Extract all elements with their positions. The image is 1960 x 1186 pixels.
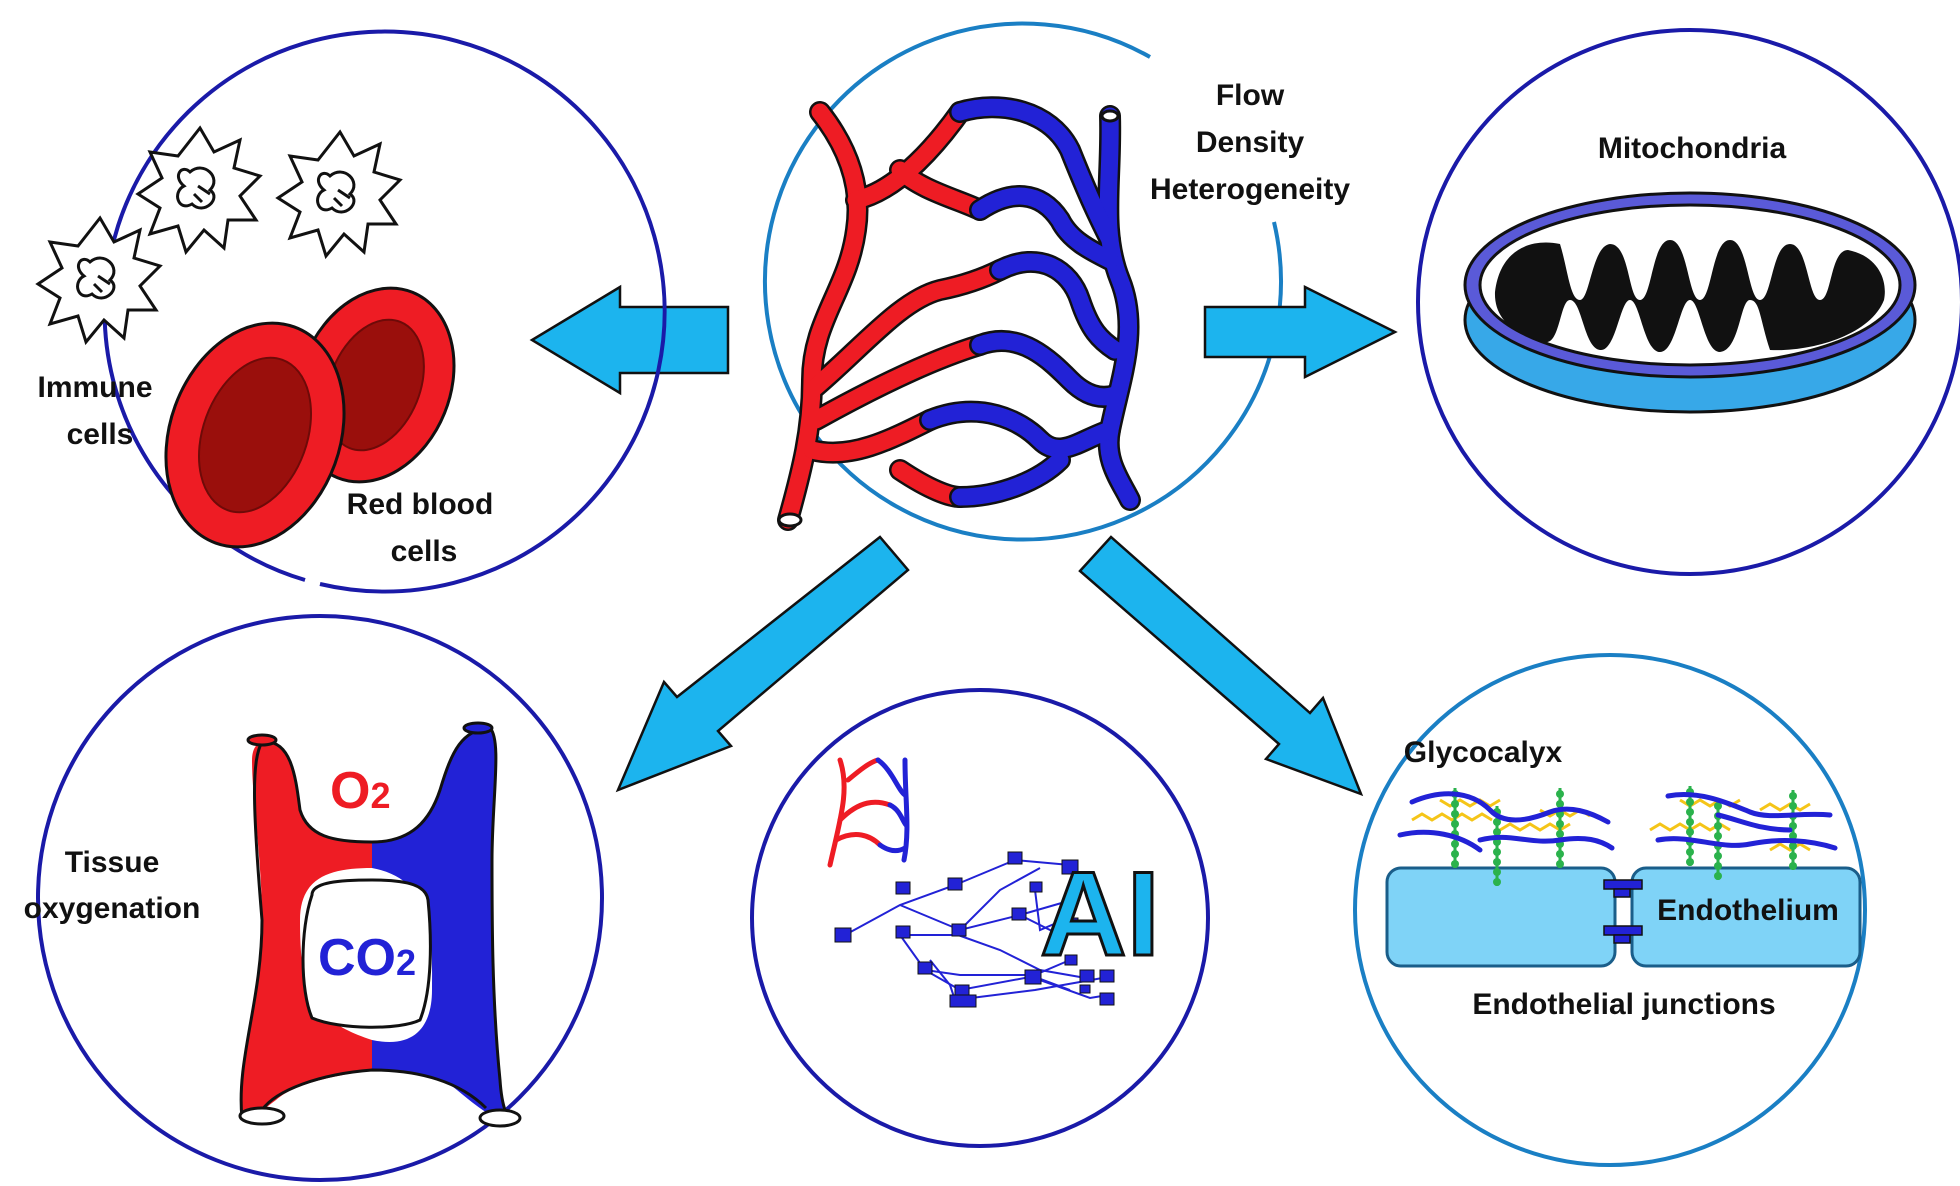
endothelial-cell-icon xyxy=(1385,866,1862,968)
tissue-circle xyxy=(36,614,604,1182)
mitochondria-label: Mitochondria xyxy=(1598,132,1787,165)
immune-label-1: Immune xyxy=(37,371,152,404)
junctions-label: Endothelial junctions xyxy=(1472,988,1775,1021)
tissue-label-2: oxygenation xyxy=(24,892,201,925)
junction-icon xyxy=(1603,879,1643,944)
arrow-down-left xyxy=(615,535,910,793)
arrow-left xyxy=(529,284,730,396)
cells-panel: Immune cells Red blood cells xyxy=(36,29,667,594)
factor-heterogeneity: Heterogeneity xyxy=(1150,173,1350,206)
capillary-icon xyxy=(238,721,522,1128)
ai-circle xyxy=(750,688,1210,1148)
tissue-label-1: Tissue xyxy=(65,846,160,879)
red-blood-cell-icon xyxy=(164,286,456,549)
mitochondria-circle xyxy=(1416,28,1960,576)
rbc-label-2: cells xyxy=(391,535,458,568)
ai-label: AI xyxy=(1040,847,1160,981)
factor-density: Density xyxy=(1196,126,1305,159)
mini-vessel-icon xyxy=(827,757,910,868)
mitochondrion-icon xyxy=(1463,191,1917,414)
vessel-network-icon xyxy=(777,96,1141,531)
arrow-right xyxy=(1203,284,1398,380)
o2-label: O2 xyxy=(330,762,390,820)
endothelium-circle xyxy=(1353,653,1867,1167)
co2-label: CO2 xyxy=(318,929,416,987)
endothelium-panel: Glycocalyx Endothelium Endothelial junct… xyxy=(1353,653,1867,1167)
mitochondria-panel: Mitochondria xyxy=(1416,28,1960,576)
rbc-label-1: Red blood xyxy=(347,488,494,521)
cells-circle xyxy=(102,29,667,594)
arrow-down-right xyxy=(1078,535,1364,797)
glycocalyx-icon xyxy=(1397,784,1838,888)
neural-network-icon xyxy=(834,851,1115,1008)
factor-flow: Flow xyxy=(1216,79,1285,112)
glycocalyx-label: Glycocalyx xyxy=(1404,736,1563,769)
central-panel: Flow Density Heterogeneity xyxy=(763,21,1350,542)
immune-label-2: cells xyxy=(67,418,134,451)
tissue-panel: O2 CO2 Tissue oxygenation xyxy=(24,614,604,1182)
endothelium-label: Endothelium xyxy=(1657,894,1839,927)
ai-panel: AI xyxy=(750,688,1210,1148)
arrows xyxy=(529,284,1398,797)
